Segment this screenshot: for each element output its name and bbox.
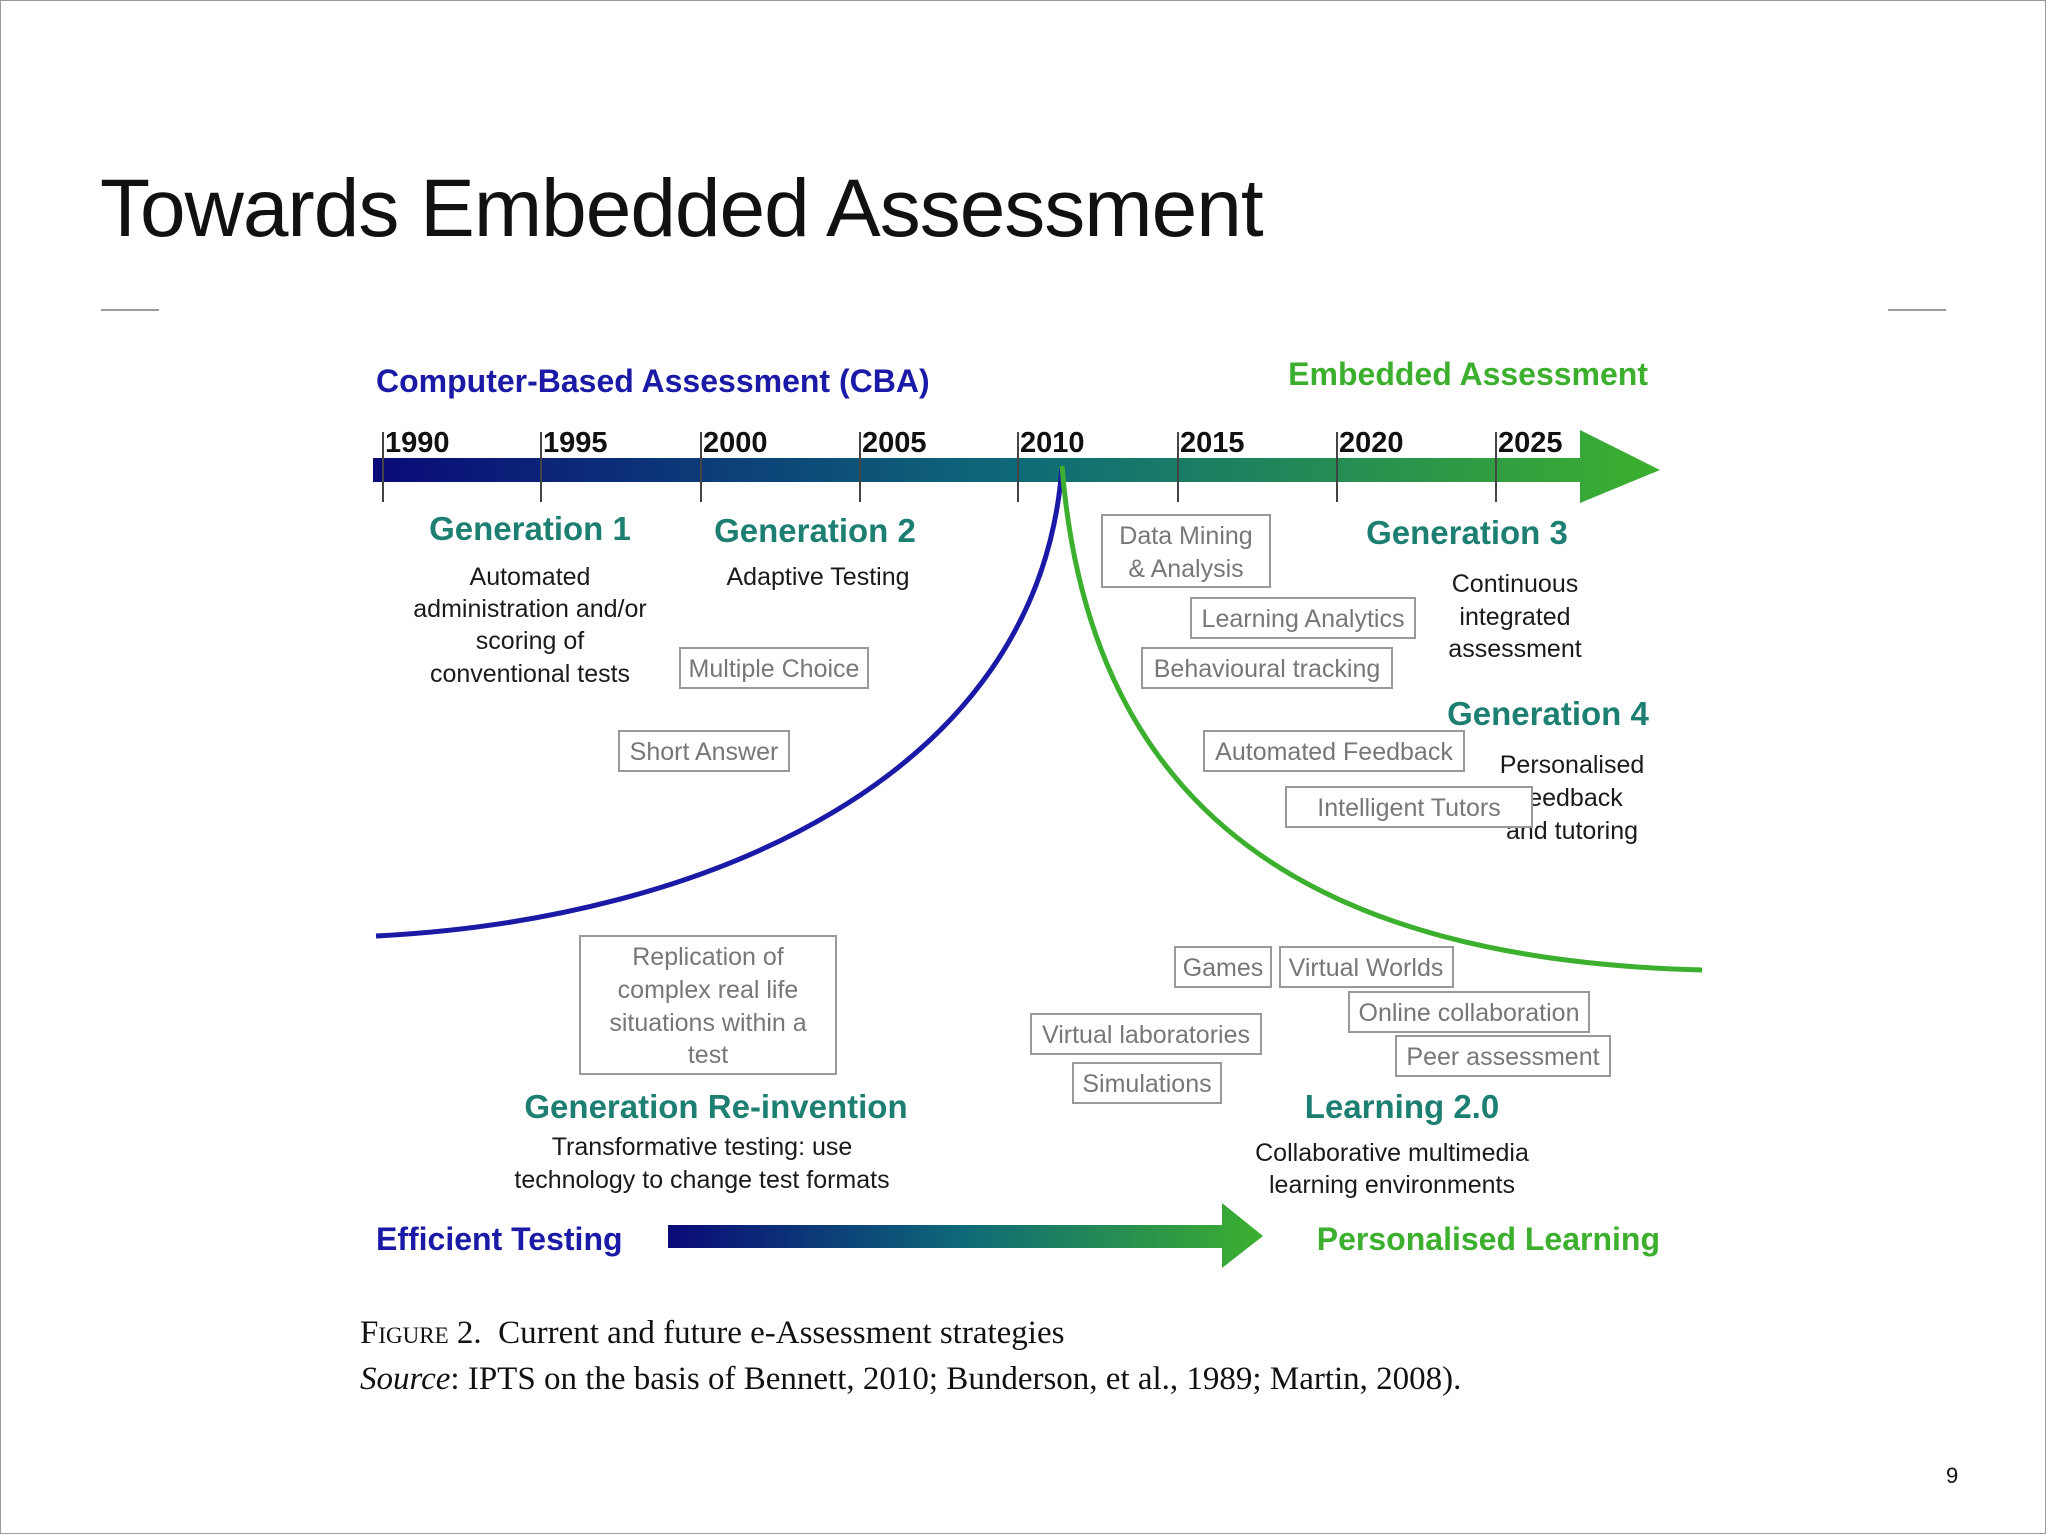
generation-reinvention-desc: Transformative testing: use technology t… [514, 1133, 889, 1194]
title-rule-left [101, 309, 159, 311]
generation-3-desc: Continuous integrated assessment [1448, 570, 1581, 663]
svg-text:Intelligent Tutors: Intelligent Tutors [1317, 794, 1500, 822]
cba-curve [375, 465, 1065, 939]
box-online-collaboration: Online collaboration [1348, 991, 1590, 1033]
svg-text:Personalised: Personalised [1500, 751, 1645, 779]
personalised-learning-label: Personalised Learning [1317, 1221, 1660, 1257]
caption-source-line: Source: IPTS on the basis of Bennett, 20… [360, 1356, 1461, 1402]
svg-text:conventional tests: conventional tests [430, 660, 630, 688]
year-label: 2010 [1020, 427, 1085, 459]
svg-text:Transformative testing: use: Transformative testing: use [552, 1133, 853, 1161]
svg-text:Virtual Worlds: Virtual Worlds [1289, 954, 1444, 982]
svg-text:scoring of: scoring of [476, 627, 584, 655]
box-intelligent-tutors: Intelligent Tutors [1285, 786, 1533, 828]
box-data-mining: Data Mining & Analysis [1101, 514, 1271, 588]
svg-text:Virtual laboratories: Virtual laboratories [1042, 1021, 1250, 1049]
year-label: 2025 [1498, 427, 1563, 459]
svg-text:Short Answer: Short Answer [630, 738, 779, 766]
header-embedded: Embedded Assessment [1288, 356, 1648, 392]
generation-3-title: Generation 3 [1366, 514, 1568, 551]
box-automated-feedback: Automated Feedback [1203, 730, 1465, 772]
svg-text:technology to change test form: technology to change test formats [514, 1166, 889, 1194]
generation-1-title: Generation 1 [429, 510, 631, 547]
header-cba: Computer-Based Assessment (CBA) [376, 363, 930, 399]
box-virtual-worlds: Virtual Worlds [1279, 946, 1454, 988]
svg-text:learning environments: learning environments [1269, 1171, 1515, 1199]
svg-text:complex real life: complex real life [618, 976, 799, 1004]
svg-text:situations within a: situations within a [609, 1009, 806, 1037]
figure-caption: Figure 2. Current and future e-Assessmen… [360, 1310, 1461, 1402]
generation-2-title: Generation 2 [714, 512, 916, 549]
svg-text:assessment: assessment [1448, 635, 1581, 663]
svg-text:Automated Feedback: Automated Feedback [1215, 738, 1453, 766]
caption-source-label: Source [360, 1361, 451, 1397]
box-simulations: Simulations [1072, 1062, 1222, 1104]
svg-text:Multiple Choice: Multiple Choice [689, 655, 860, 683]
year-label: 2000 [703, 427, 768, 459]
svg-text:Continuous: Continuous [1452, 570, 1578, 598]
box-behavioural-tracking: Behavioural tracking [1141, 647, 1393, 689]
page-number: 9 [1946, 1463, 1959, 1488]
bottom-arrow [668, 1203, 1263, 1268]
box-peer-assessment: Peer assessment [1395, 1035, 1611, 1077]
box-learning-analytics: Learning Analytics [1190, 597, 1416, 639]
year-label: 1995 [543, 427, 608, 459]
svg-text:Online collaboration: Online collaboration [1359, 999, 1580, 1027]
learning-2-title: Learning 2.0 [1305, 1088, 1499, 1125]
svg-text:Simulations: Simulations [1082, 1070, 1211, 1098]
box-games: Games [1174, 946, 1272, 988]
svg-text:test: test [688, 1041, 728, 1069]
caption-figure-title: Current and future e-Assessment strategi… [498, 1315, 1065, 1351]
svg-text:integrated: integrated [1459, 603, 1570, 631]
caption-figure-label: Figure 2. [360, 1315, 482, 1351]
generation-reinvention-title: Generation Re-invention [524, 1088, 907, 1125]
svg-text:& Analysis: & Analysis [1128, 555, 1243, 583]
generation-4-title: Generation 4 [1447, 695, 1649, 732]
box-virtual-laboratories: Virtual laboratories [1030, 1013, 1262, 1055]
timeline-arrow [373, 430, 1660, 503]
slide-title: Towards Embedded Assessment [100, 163, 1264, 254]
svg-text:administration and/or: administration and/or [413, 595, 646, 623]
generation-1-desc: Automated administration and/or scoring … [413, 563, 646, 688]
learning-2-desc: Collaborative multimedia learning enviro… [1255, 1139, 1529, 1199]
year-labels: 1990 1995 2000 2005 2010 2015 2020 2025 [385, 427, 1563, 459]
year-ticks [382, 432, 1497, 502]
svg-text:Replication of: Replication of [632, 943, 784, 971]
box-short-answer: Short Answer [618, 730, 790, 772]
caption-source-text: : IPTS on the basis of Bennett, 2010; Bu… [450, 1361, 1462, 1397]
svg-text:Learning Analytics: Learning Analytics [1202, 605, 1405, 633]
box-replication: Replication of complex real life situati… [579, 935, 837, 1075]
svg-text:Data Mining: Data Mining [1119, 522, 1252, 550]
svg-text:Behavioural tracking: Behavioural tracking [1154, 655, 1381, 683]
svg-text:Peer assessment: Peer assessment [1406, 1043, 1599, 1071]
svg-text:Automated: Automated [470, 563, 591, 591]
title-rule-right [1888, 309, 1946, 311]
year-label: 1990 [385, 427, 450, 459]
efficient-testing-label: Efficient Testing [376, 1221, 623, 1257]
year-label: 2015 [1180, 427, 1245, 459]
generation-2-desc: Adaptive Testing [727, 563, 910, 591]
year-label: 2005 [862, 427, 927, 459]
svg-text:feedback: feedback [1521, 784, 1623, 812]
svg-text:Games: Games [1183, 954, 1264, 982]
caption-title-line: Figure 2. Current and future e-Assessmen… [360, 1310, 1461, 1356]
svg-text:Collaborative multimedia: Collaborative multimedia [1255, 1139, 1529, 1167]
embedded-curve [1059, 465, 1703, 973]
year-label: 2020 [1339, 427, 1404, 459]
box-multiple-choice: Multiple Choice [679, 647, 869, 689]
